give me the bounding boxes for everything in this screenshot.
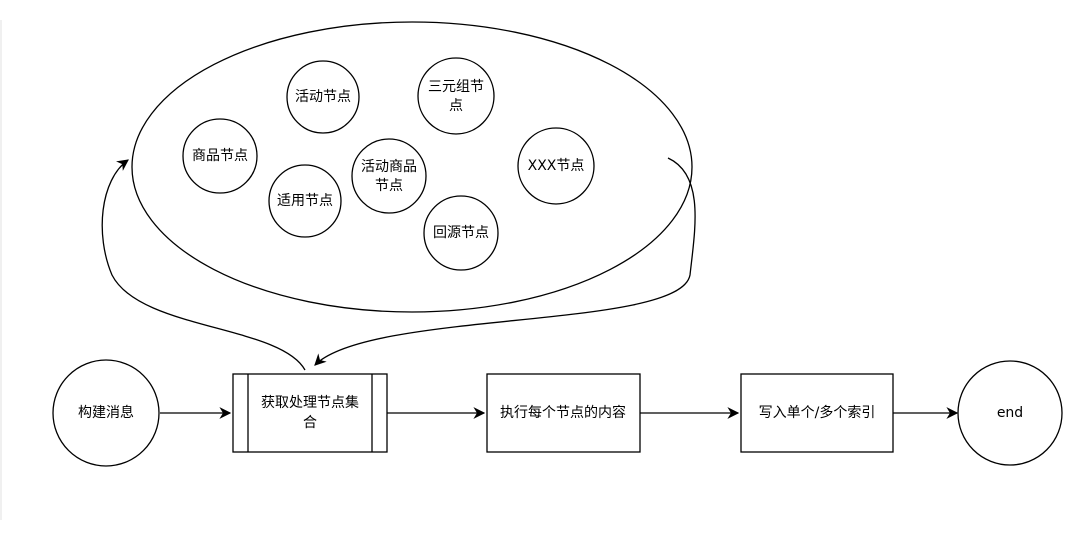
cluster-node-label-line2: 节点 [375,178,403,194]
edge-node-set-to-cluster [101,159,306,371]
node-execute-node: 执行每个节点的内容 [486,373,641,453]
node-end: end [957,360,1063,466]
cluster-node-origin: 回源节点 [423,195,499,271]
cluster-node-apply: 适用节点 [268,164,342,238]
cluster-node-label-line2: 点 [449,98,463,114]
node-label: 构建消息 [78,404,134,421]
cluster-node-activity: 活动节点 [286,60,360,134]
cluster-node-label-line1: 三元组节 [428,79,484,95]
cluster-node-label: XXX节点 [528,158,585,174]
cluster-node-xxx: XXX节点 [517,127,595,205]
node-label: 写入单个/多个索引 [759,404,876,421]
node-build-message: 构建消息 [52,359,160,467]
left-edge-line [0,20,2,520]
edge-cluster-to-node-set [314,157,696,366]
cluster-node-activity-product: 活动商品 节点 [351,138,427,214]
node-label: end [997,405,1023,421]
cluster-node-label: 回源节点 [433,225,489,241]
node-get-node-set: 获取处理节点集 合 [232,373,388,453]
cluster-node-label: 活动节点 [295,89,351,105]
cluster-node-product: 商品节点 [182,118,258,194]
node-write-index: 写入单个/多个索引 [740,373,894,453]
node-label: 执行每个节点的内容 [500,404,626,421]
cluster-node-triple: 三元组节 点 [417,57,495,135]
node-label-line1: 获取处理节点集 [261,394,359,411]
node-label-line2: 合 [303,415,317,431]
cluster-node-label: 适用节点 [277,193,333,209]
cluster-node-label-line1: 活动商品 [361,159,417,175]
cluster-node-label: 商品节点 [192,148,248,164]
